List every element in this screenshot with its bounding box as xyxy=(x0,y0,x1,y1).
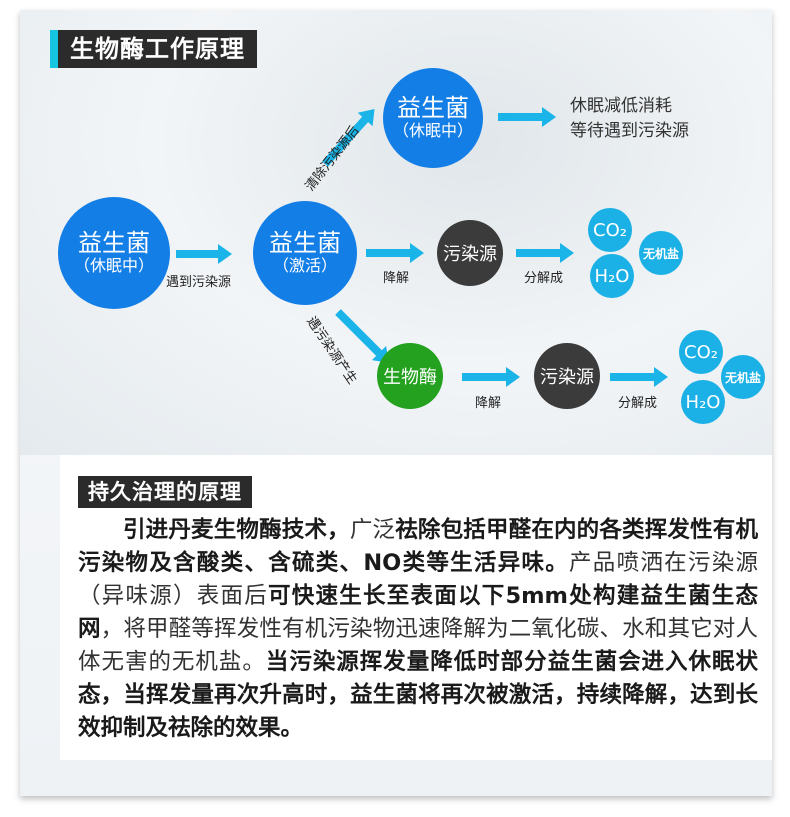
note-line: 等待遇到污染源 xyxy=(570,121,689,141)
arrow-right xyxy=(462,367,520,387)
node-name: CO₂ xyxy=(593,219,627,241)
edge-label: 降解 xyxy=(383,271,410,286)
node-name: CO₂ xyxy=(684,341,718,363)
inorganic-salt-node: 无机盐 xyxy=(639,231,683,275)
edge-label: 分解成 xyxy=(524,271,564,286)
probiotic-dormant-node: 益生菌 （休眠中） xyxy=(58,197,170,309)
edge-label: 遇到污染源 xyxy=(166,275,232,290)
section-paragraph: 引进丹麦生物酶技术，广泛祛除包括甲醛在内的各类挥发性有机污染物及含酸类、含硫类、… xyxy=(78,514,758,745)
dormant-note: 休眠减低消耗 等待遇到污染源 xyxy=(570,94,689,144)
node-name: 污染源 xyxy=(540,367,594,388)
probiotic-active-node: 益生菌 （激活） xyxy=(253,201,357,305)
co2-node: CO₂ xyxy=(679,330,723,374)
node-name: 污染源 xyxy=(443,244,497,265)
arrow-right xyxy=(176,244,232,264)
node-name: 益生菌 xyxy=(78,229,150,257)
node-name: 无机盐 xyxy=(642,246,679,261)
pollution-node: 污染源 xyxy=(534,343,600,409)
node-name: 益生菌 xyxy=(397,94,469,122)
section-heading: 持久治理的原理 xyxy=(78,476,252,508)
node-name: H₂O xyxy=(594,265,630,287)
enzyme-node: 生物酶 xyxy=(377,343,443,409)
arrow-right xyxy=(498,107,556,127)
text-segment: 产品喷洒在污染源（异味源）表面后 xyxy=(78,550,758,609)
text-segment: 广泛 xyxy=(349,517,396,543)
arrow-right xyxy=(516,243,574,263)
edge-label: 分解成 xyxy=(618,396,658,411)
co2-node: CO₂ xyxy=(588,208,632,252)
note-line: 休眠减低消耗 xyxy=(570,96,672,116)
h2o-node: H₂O xyxy=(590,254,634,298)
h2o-node: H₂O xyxy=(681,380,725,424)
inorganic-salt-node: 无机盐 xyxy=(721,355,765,399)
title-accent xyxy=(50,30,58,68)
arrow-right xyxy=(366,243,424,263)
text-segment: ，将甲醛等挥发性有机污染物迅速降解为二氧化碳、水和其它对人体无害的无机盐。 xyxy=(78,616,758,675)
node-state: （激活） xyxy=(272,256,337,275)
text-segment: 祛除包括甲醛在内的各类挥发性有机污染物及含酸类、含硫类、NO类等生活异味。 xyxy=(78,517,758,576)
arrow-right xyxy=(610,367,668,387)
page-title: 生物酶工作原理 xyxy=(58,30,257,68)
probiotic-dormant-top-node: 益生菌 （休眠中） xyxy=(383,68,483,168)
node-name: 无机盐 xyxy=(724,370,761,385)
node-name: 生物酶 xyxy=(383,367,437,388)
pollution-node: 污染源 xyxy=(437,220,503,286)
node-state: （休眠中） xyxy=(73,256,154,275)
text-segment: 引进丹麦生物酶技术， xyxy=(123,517,350,543)
node-state: （休眠中） xyxy=(392,121,473,140)
node-name: 益生菌 xyxy=(269,229,341,257)
node-name: H₂O xyxy=(685,391,721,413)
text-segment: 可快速生长至表面以下5mm处构建益生菌生态网 xyxy=(78,583,758,642)
text-segment: 当污染源挥发量降低时部分益生菌会进入休眠状态，当挥发量再次升高时，益生菌将再次被… xyxy=(78,649,758,741)
edge-label: 降解 xyxy=(475,396,502,411)
